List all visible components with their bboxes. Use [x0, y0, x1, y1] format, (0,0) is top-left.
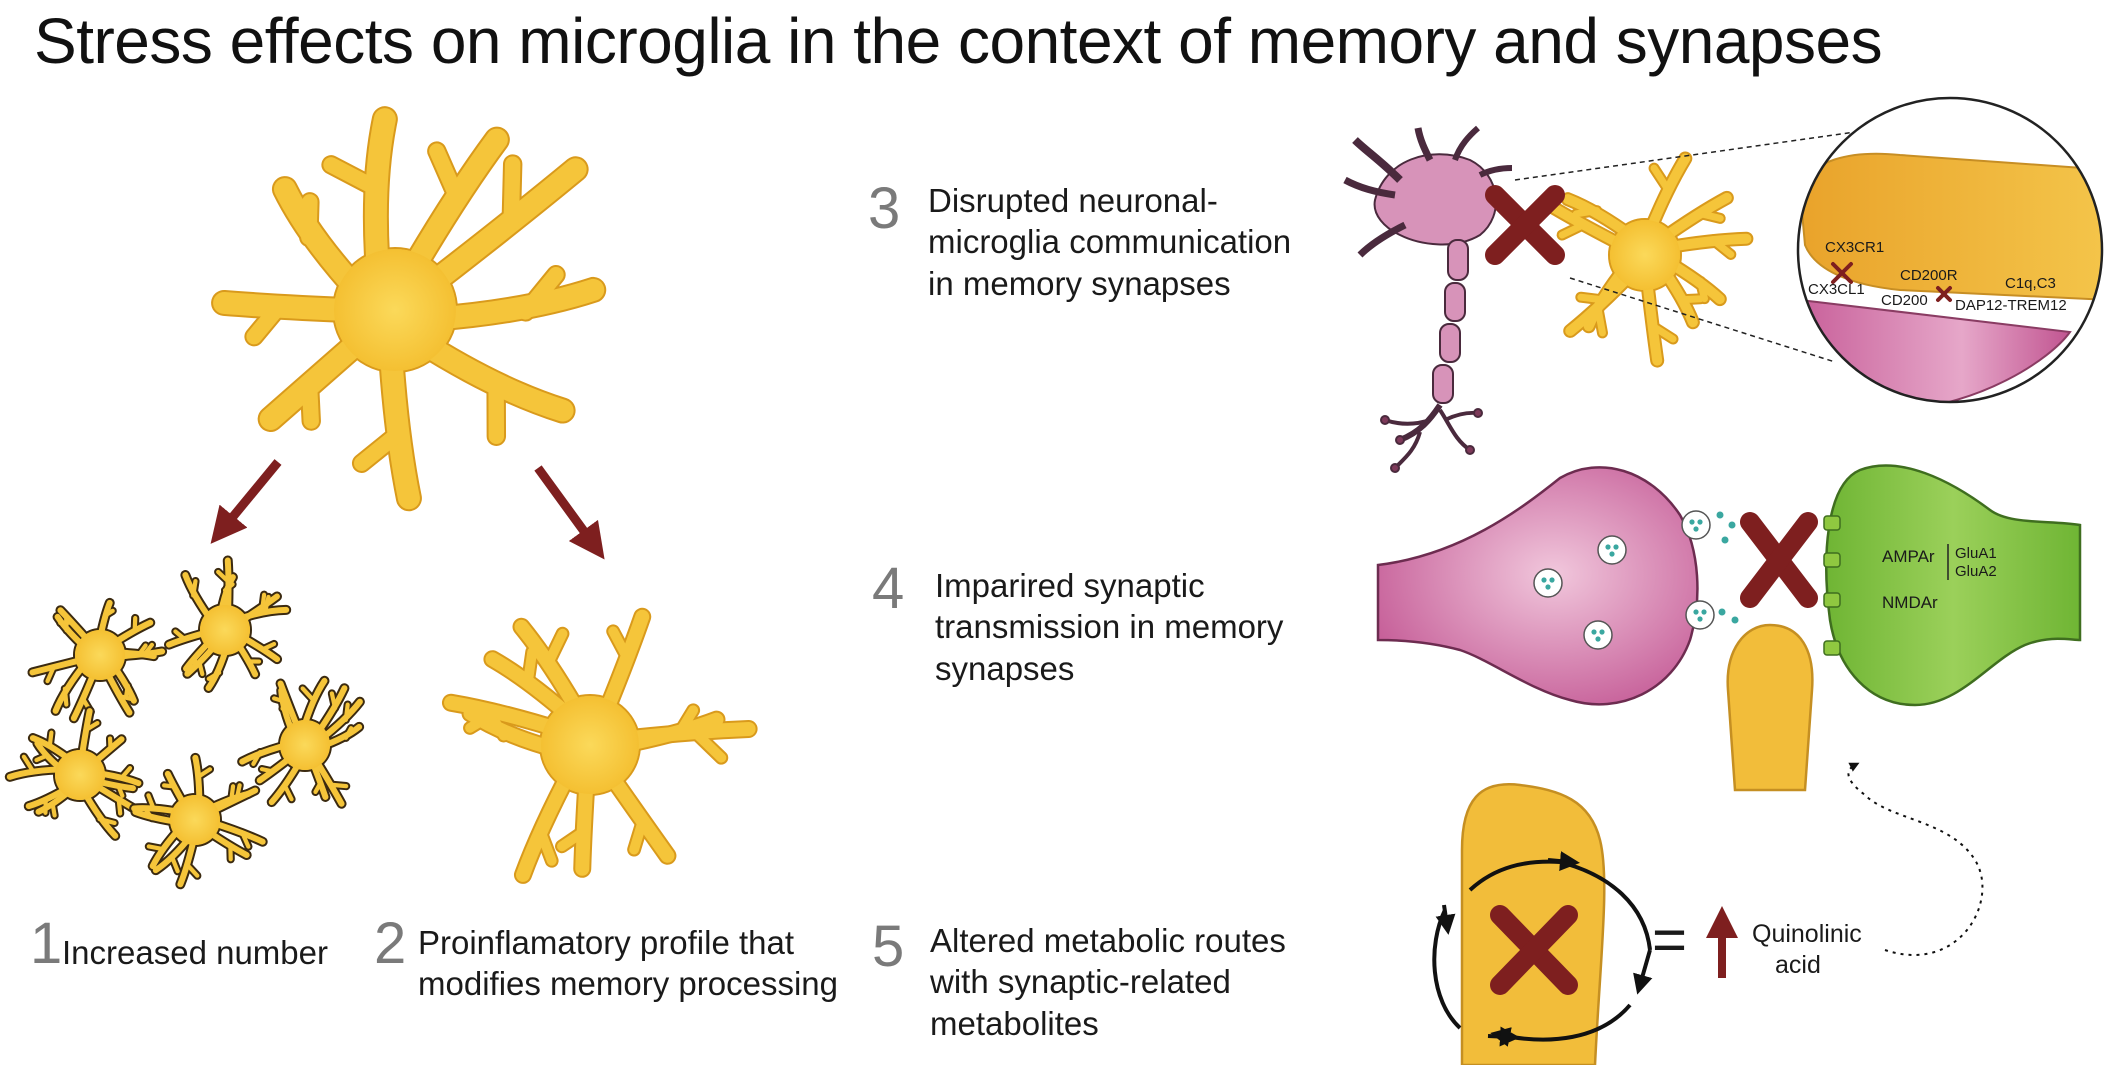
arrow-to-proinflammatory	[534, 465, 605, 560]
x-mark-cx3cr1	[1831, 262, 1853, 284]
microglia-process-metabolic	[1460, 783, 1606, 1065]
dotted-feedback-arrow	[1847, 762, 1984, 956]
item-5-number: 5	[872, 914, 905, 979]
x-mark-cd200	[1936, 286, 1952, 302]
label-cd200: CD200	[1881, 292, 1928, 309]
label-cx3cl1: CX3CL1	[1808, 281, 1865, 298]
item-3-label: Disrupted neuronal-microglia communicati…	[928, 182, 1292, 302]
small-microglia	[237, 675, 365, 809]
synaptic-vesicles	[1533, 510, 1739, 650]
label-c1q: C1q,C3	[2005, 275, 2056, 292]
neuron-microglia-panel: CX3CR1 CX3CL1 CD200R CD200 C1q,C3 DAP12-…	[1343, 96, 2104, 473]
zoom-inset: CX3CR1 CX3CL1 CD200R CD200 C1q,C3 DAP12-…	[1796, 96, 2104, 404]
arrow-to-increased-number	[210, 459, 282, 544]
label-cd200r: CD200R	[1900, 267, 1958, 284]
label-dap12: DAP12-TREM12	[1955, 297, 2067, 314]
metabolite-label: Quinolinic acid	[1752, 920, 1869, 979]
label-ampar: AMPAr	[1882, 547, 1935, 566]
label-nmdar: NMDAr	[1882, 593, 1938, 612]
neuron	[1343, 125, 1513, 473]
large-microglia	[211, 106, 607, 512]
label-cx3cr1: CX3CR1	[1825, 239, 1884, 256]
microglia-contact	[1547, 151, 1754, 368]
label-glua1: GluA1	[1955, 545, 1997, 562]
metabolic-cycle-arrows	[1432, 851, 1653, 1047]
microglia-cluster	[4, 555, 365, 890]
receptors	[1823, 515, 1841, 656]
page-title: Stress effects on microglia in the conte…	[34, 5, 1883, 77]
item-1-number: 1	[30, 911, 63, 976]
proinflammatory-microglia	[441, 607, 758, 884]
small-microglia	[164, 555, 292, 693]
x-mark-communication	[1485, 185, 1565, 265]
equals-sign: =	[1652, 906, 1687, 973]
item-4-number: 4	[872, 556, 905, 621]
x-mark-transmission	[1740, 512, 1818, 608]
small-microglia	[27, 597, 168, 724]
item-3-number: 3	[868, 176, 901, 241]
synapse-panel: AMPAr GluA1 GluA2 NMDAr	[1376, 464, 2082, 792]
item-1-label: Increased number	[62, 934, 328, 971]
label-glua2: GluA2	[1955, 563, 1997, 580]
x-mark-metabolic	[1490, 905, 1578, 995]
postsynaptic-terminal	[1825, 464, 2082, 707]
small-microglia	[129, 752, 268, 890]
small-microglia	[4, 706, 144, 841]
metabolic-panel: = Quinolinic acid	[1432, 762, 1984, 1065]
microglia-process	[1726, 623, 1814, 792]
item-2-number: 2	[374, 911, 407, 976]
